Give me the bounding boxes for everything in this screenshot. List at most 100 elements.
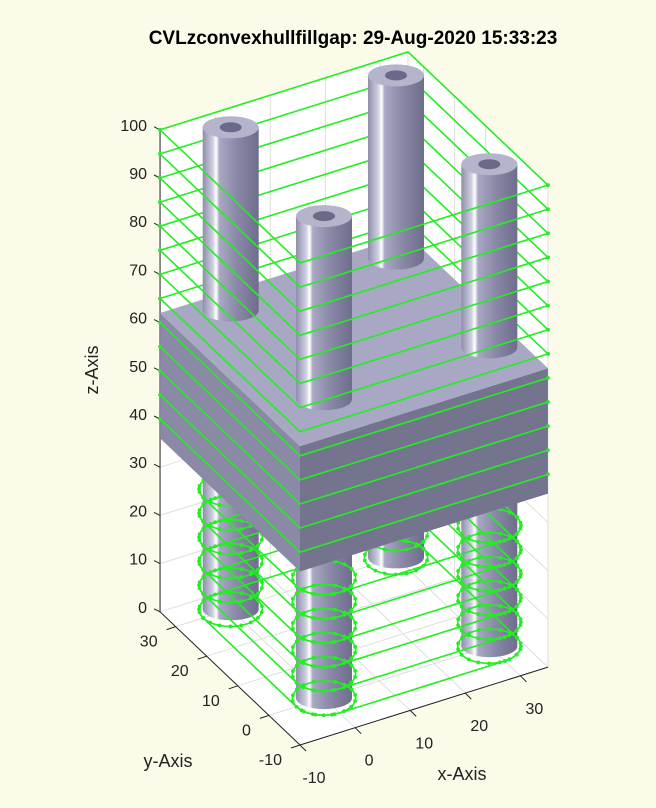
contour-point	[301, 709, 306, 714]
contour-point	[310, 591, 315, 596]
contour-point	[301, 661, 306, 665]
contour-point	[322, 606, 327, 611]
contour-point	[425, 552, 430, 557]
contour-point	[310, 664, 315, 668]
contour-point	[311, 680, 316, 684]
contour-point	[333, 655, 338, 660]
contour-point	[518, 598, 523, 603]
contour-point	[514, 611, 519, 616]
contour-point	[518, 544, 523, 549]
contour-point	[239, 599, 244, 604]
contour-point	[158, 417, 162, 421]
contour-point	[301, 588, 306, 593]
contour-point	[518, 641, 523, 646]
contour-point	[322, 630, 327, 635]
contour-point	[518, 568, 523, 573]
contour-point	[260, 604, 264, 609]
contour-point	[487, 530, 492, 535]
contour-point	[158, 344, 162, 349]
contour-point	[546, 303, 550, 308]
contour-point	[294, 615, 299, 620]
contour-point	[456, 550, 460, 555]
cylinder-body	[461, 164, 518, 359]
contour-point	[291, 596, 295, 601]
y-tick-label: -10	[259, 752, 282, 769]
contour-point	[294, 687, 299, 692]
contour-point	[342, 562, 347, 567]
contour-point	[294, 632, 299, 637]
z-tick	[153, 560, 161, 565]
contour-point	[349, 680, 354, 685]
contour-point	[514, 580, 519, 585]
contour-point	[518, 647, 523, 651]
cylinder-hole	[313, 211, 335, 222]
contour-point	[497, 588, 502, 592]
contour-point	[218, 591, 223, 596]
contour-point	[260, 580, 264, 585]
contour-point	[197, 562, 202, 567]
contour-point	[228, 624, 233, 629]
y-tick-label: 10	[202, 693, 220, 710]
contour-point	[158, 296, 162, 301]
contour-point	[382, 571, 387, 576]
contour-point	[208, 500, 213, 504]
contour-point	[487, 637, 491, 642]
contour-point	[291, 669, 295, 674]
contour-point	[218, 543, 223, 547]
contour-point	[353, 596, 358, 601]
contour-point	[349, 704, 354, 709]
contour-point	[290, 602, 295, 607]
contour-point	[456, 569, 461, 573]
z-tick-label: 30	[129, 455, 147, 472]
z-tick	[153, 511, 161, 516]
contour-point	[217, 503, 222, 507]
z-axis-label: z-Axis	[82, 346, 102, 395]
contour-point	[498, 555, 503, 560]
contour-point	[459, 628, 464, 633]
x-tick-label: 30	[526, 701, 544, 718]
contour-point	[498, 604, 503, 608]
contour-point	[518, 550, 523, 555]
upper-contour-front	[159, 394, 549, 530]
contour-point	[546, 231, 550, 236]
y-axis-label: y-Axis	[144, 751, 193, 771]
contour-point	[460, 635, 464, 640]
cylinder-body	[461, 472, 518, 658]
contour-point	[507, 560, 512, 565]
contour-point	[507, 585, 512, 589]
contour-point	[514, 628, 519, 633]
contour-point	[366, 564, 371, 568]
contour-point	[291, 572, 295, 577]
contour-point	[197, 489, 202, 494]
contour-point	[208, 524, 213, 528]
contour-point	[197, 586, 202, 591]
contour-point	[460, 563, 464, 568]
contour-point	[425, 534, 429, 539]
contour-point	[197, 484, 202, 488]
contour-point	[228, 600, 233, 605]
contour-point	[460, 539, 464, 544]
contour-point	[353, 602, 357, 607]
contour-point	[514, 556, 519, 561]
contour-point	[158, 320, 162, 325]
contour-point	[321, 616, 326, 621]
contour-point	[349, 656, 354, 661]
contour-point	[546, 279, 550, 284]
contour-point	[311, 583, 316, 588]
contour-point	[239, 518, 244, 523]
contour-point	[201, 543, 206, 548]
contour-point	[349, 608, 354, 613]
contour-point	[497, 660, 502, 665]
contour-point	[217, 599, 222, 604]
contour-point	[239, 623, 244, 628]
contour-point	[294, 584, 299, 589]
contour-point	[201, 591, 206, 596]
contour-point	[546, 424, 550, 429]
box-front-face	[300, 368, 548, 572]
contour-point	[487, 613, 491, 618]
cylinder-hole	[219, 122, 242, 133]
contour-point	[487, 565, 491, 569]
contour-point	[201, 574, 206, 579]
contour-point	[507, 510, 512, 515]
